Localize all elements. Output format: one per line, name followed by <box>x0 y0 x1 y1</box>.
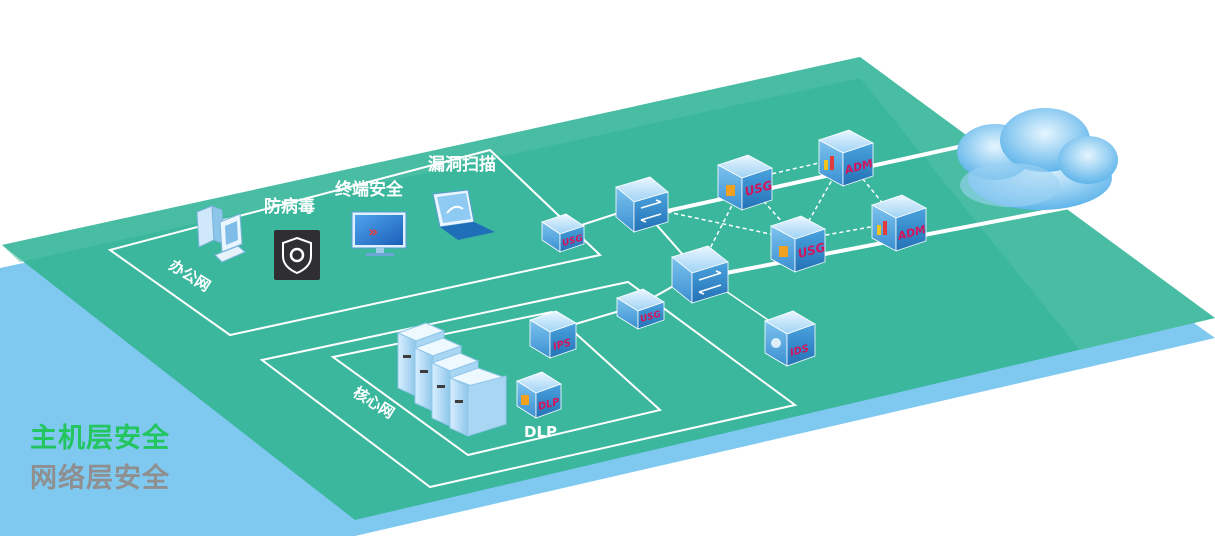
endpoint-security-label: 终端安全 <box>335 179 404 200</box>
host-layer-plane <box>2 57 1215 520</box>
dlp-device: DLP <box>516 371 562 419</box>
ids-device: IDS <box>764 310 816 367</box>
antivirus-label: 防病毒 <box>264 196 315 217</box>
pc-icon <box>196 205 246 263</box>
usg-firewall-bottom: USG <box>769 215 827 273</box>
core-zone-inner-outline <box>330 310 663 457</box>
core-switch-lower <box>671 245 729 304</box>
host-layer-plane-highlight <box>2 57 1215 350</box>
adm-device-bottom: ADM <box>870 194 927 252</box>
host-layer-legend: 主机层安全 <box>30 423 170 454</box>
usg-firewall-top: USG <box>716 154 774 211</box>
usg-firewall-core: USG <box>616 288 665 330</box>
svg-text:»: » <box>368 222 378 241</box>
core-zone-outer-outline <box>259 280 798 489</box>
server-cluster-icon <box>396 322 508 437</box>
adm-device-top: ADM <box>817 129 874 187</box>
dlp-caption-label: DLP <box>524 423 557 441</box>
usg-firewall-office: USG <box>541 213 585 253</box>
antivirus-icon <box>274 230 320 280</box>
ips-device: IPS <box>529 310 577 359</box>
internet-cloud-icon <box>957 108 1118 210</box>
endpoint-monitor-icon: » <box>351 211 407 256</box>
office-zone-outline <box>107 148 603 337</box>
vulnerability-scan-label: 漏洞扫描 <box>428 154 496 175</box>
server-icon <box>448 367 508 437</box>
laptop-icon <box>432 189 495 240</box>
ids-device-label: IDS <box>789 343 810 359</box>
network-layer-legend: 网络层安全 <box>30 463 170 494</box>
core-switch-upper <box>615 176 669 233</box>
ips-device-label: IPS <box>552 338 572 353</box>
link-uplink-top <box>634 138 991 220</box>
